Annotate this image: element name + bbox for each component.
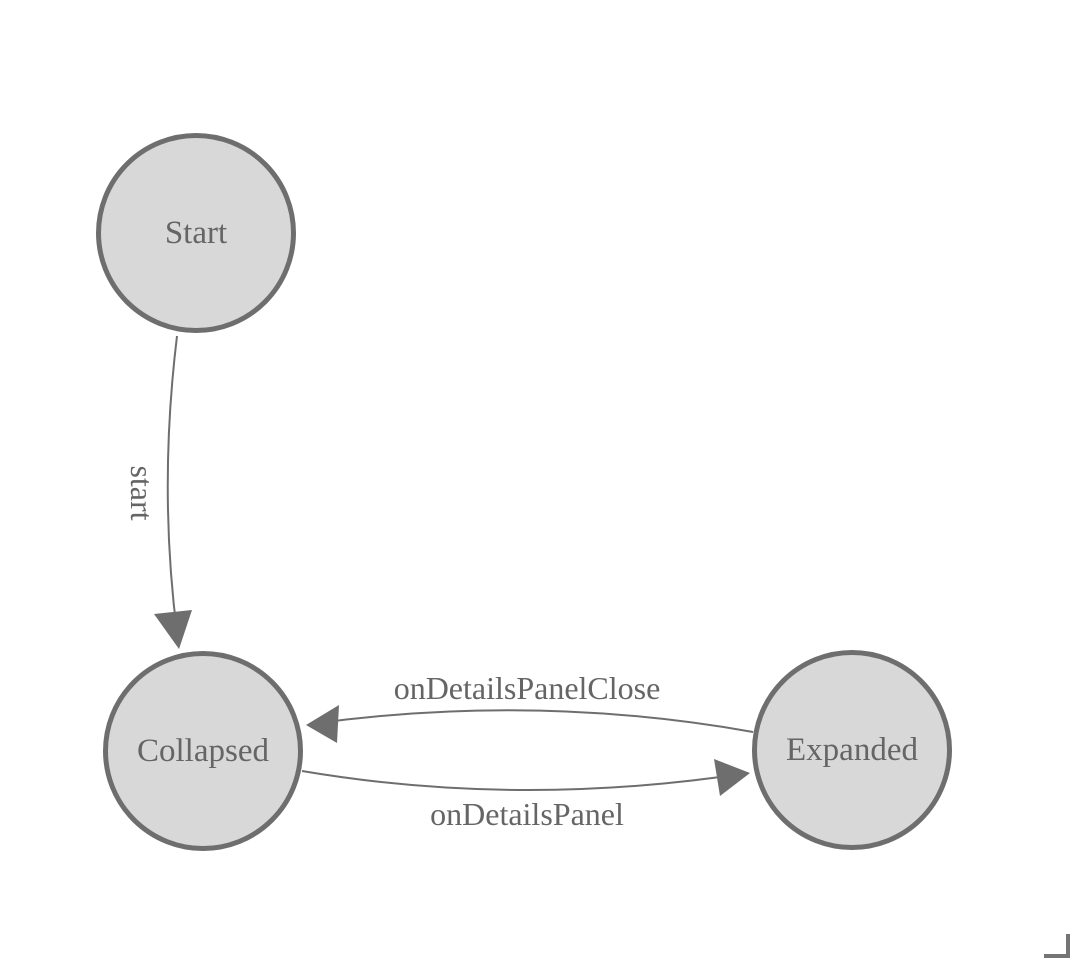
state-node-expanded: Expanded [752,650,952,850]
state-node-collapsed: Collapsed [103,651,303,851]
arrowhead-into-collapsed-top [154,610,192,649]
edge-label-ondetailspanelclose: onDetailsPanelClose [393,670,661,706]
edge-collapsed-to-expanded [301,770,749,791]
arrowhead-into-expanded-left [714,759,750,796]
state-node-start-label: Start [164,214,228,251]
edge-expanded-to-collapsed [310,709,754,733]
state-node-collapsed-label: Collapsed [137,732,269,769]
edge-start-to-collapsed [166,335,179,641]
edge-label-ondetailspanel: onDetailsPanel [430,796,624,832]
edge-label-start-transition: start [124,465,160,521]
arrowhead-into-collapsed-right [306,705,339,743]
state-node-expanded-label: Expanded [786,731,918,768]
state-node-start: Start [96,133,296,333]
resize-corner-handle[interactable] [1044,934,1070,958]
